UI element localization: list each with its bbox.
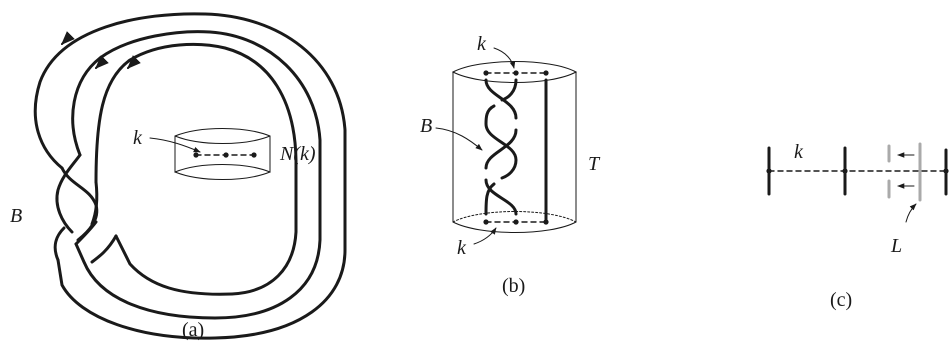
node-c-3: [943, 168, 949, 174]
leader-braid: [435, 127, 483, 151]
neighborhood-box-top: [174, 135, 271, 144]
braid-strand-1: [484, 78, 518, 216]
label-arc-top-b: k: [477, 33, 487, 55]
arc-k-node-3: [251, 152, 257, 158]
panel-b: [435, 47, 578, 245]
caption-b: (b): [502, 275, 525, 297]
arc-k-node-2: [223, 152, 229, 158]
middle-strand: [71, 30, 322, 320]
braid-left-twist-3: [90, 180, 99, 226]
label-arc-a: k: [133, 127, 143, 149]
label-arc-c: k: [794, 141, 804, 163]
leader-L: [905, 203, 917, 223]
cylinder-bottom: [452, 221, 577, 233]
neighborhood-box-bottom: [174, 171, 271, 180]
inner-strand: [94, 42, 298, 296]
bottom-node-3: [543, 219, 549, 225]
label-cylinder-b: T: [588, 153, 601, 175]
neighborhood-box: [174, 128, 271, 173]
label-neighborhood-a: N(k): [279, 143, 316, 165]
label-braid-b: B: [420, 115, 432, 137]
arrow-outer: [61, 31, 75, 45]
label-arc-bottom-b: k: [457, 237, 467, 259]
top-node-3: [543, 70, 549, 76]
node-c-2: [842, 168, 848, 174]
label-braid-a: B: [10, 205, 22, 227]
leader-bottom-k: [473, 227, 497, 245]
label-link-c: L: [890, 235, 902, 257]
braid-left-twist-2: [55, 153, 82, 234]
k-leader: [149, 137, 201, 153]
outer-strand: [33, 12, 347, 340]
braid-left-twist-4: [53, 220, 118, 264]
panel-a: [33, 12, 347, 340]
top-node-1: [483, 70, 489, 76]
caption-a: (a): [182, 319, 204, 341]
arc-k-node-1: [193, 152, 199, 158]
braid-strand-2: [484, 78, 518, 216]
leader-top-k: [493, 47, 516, 69]
node-c-1: [766, 168, 772, 174]
arrow-inner: [127, 55, 141, 69]
caption-c: (c): [830, 289, 852, 311]
arrow-middle: [95, 55, 109, 69]
panel-c: [766, 142, 949, 223]
top-node-2: [513, 70, 519, 76]
